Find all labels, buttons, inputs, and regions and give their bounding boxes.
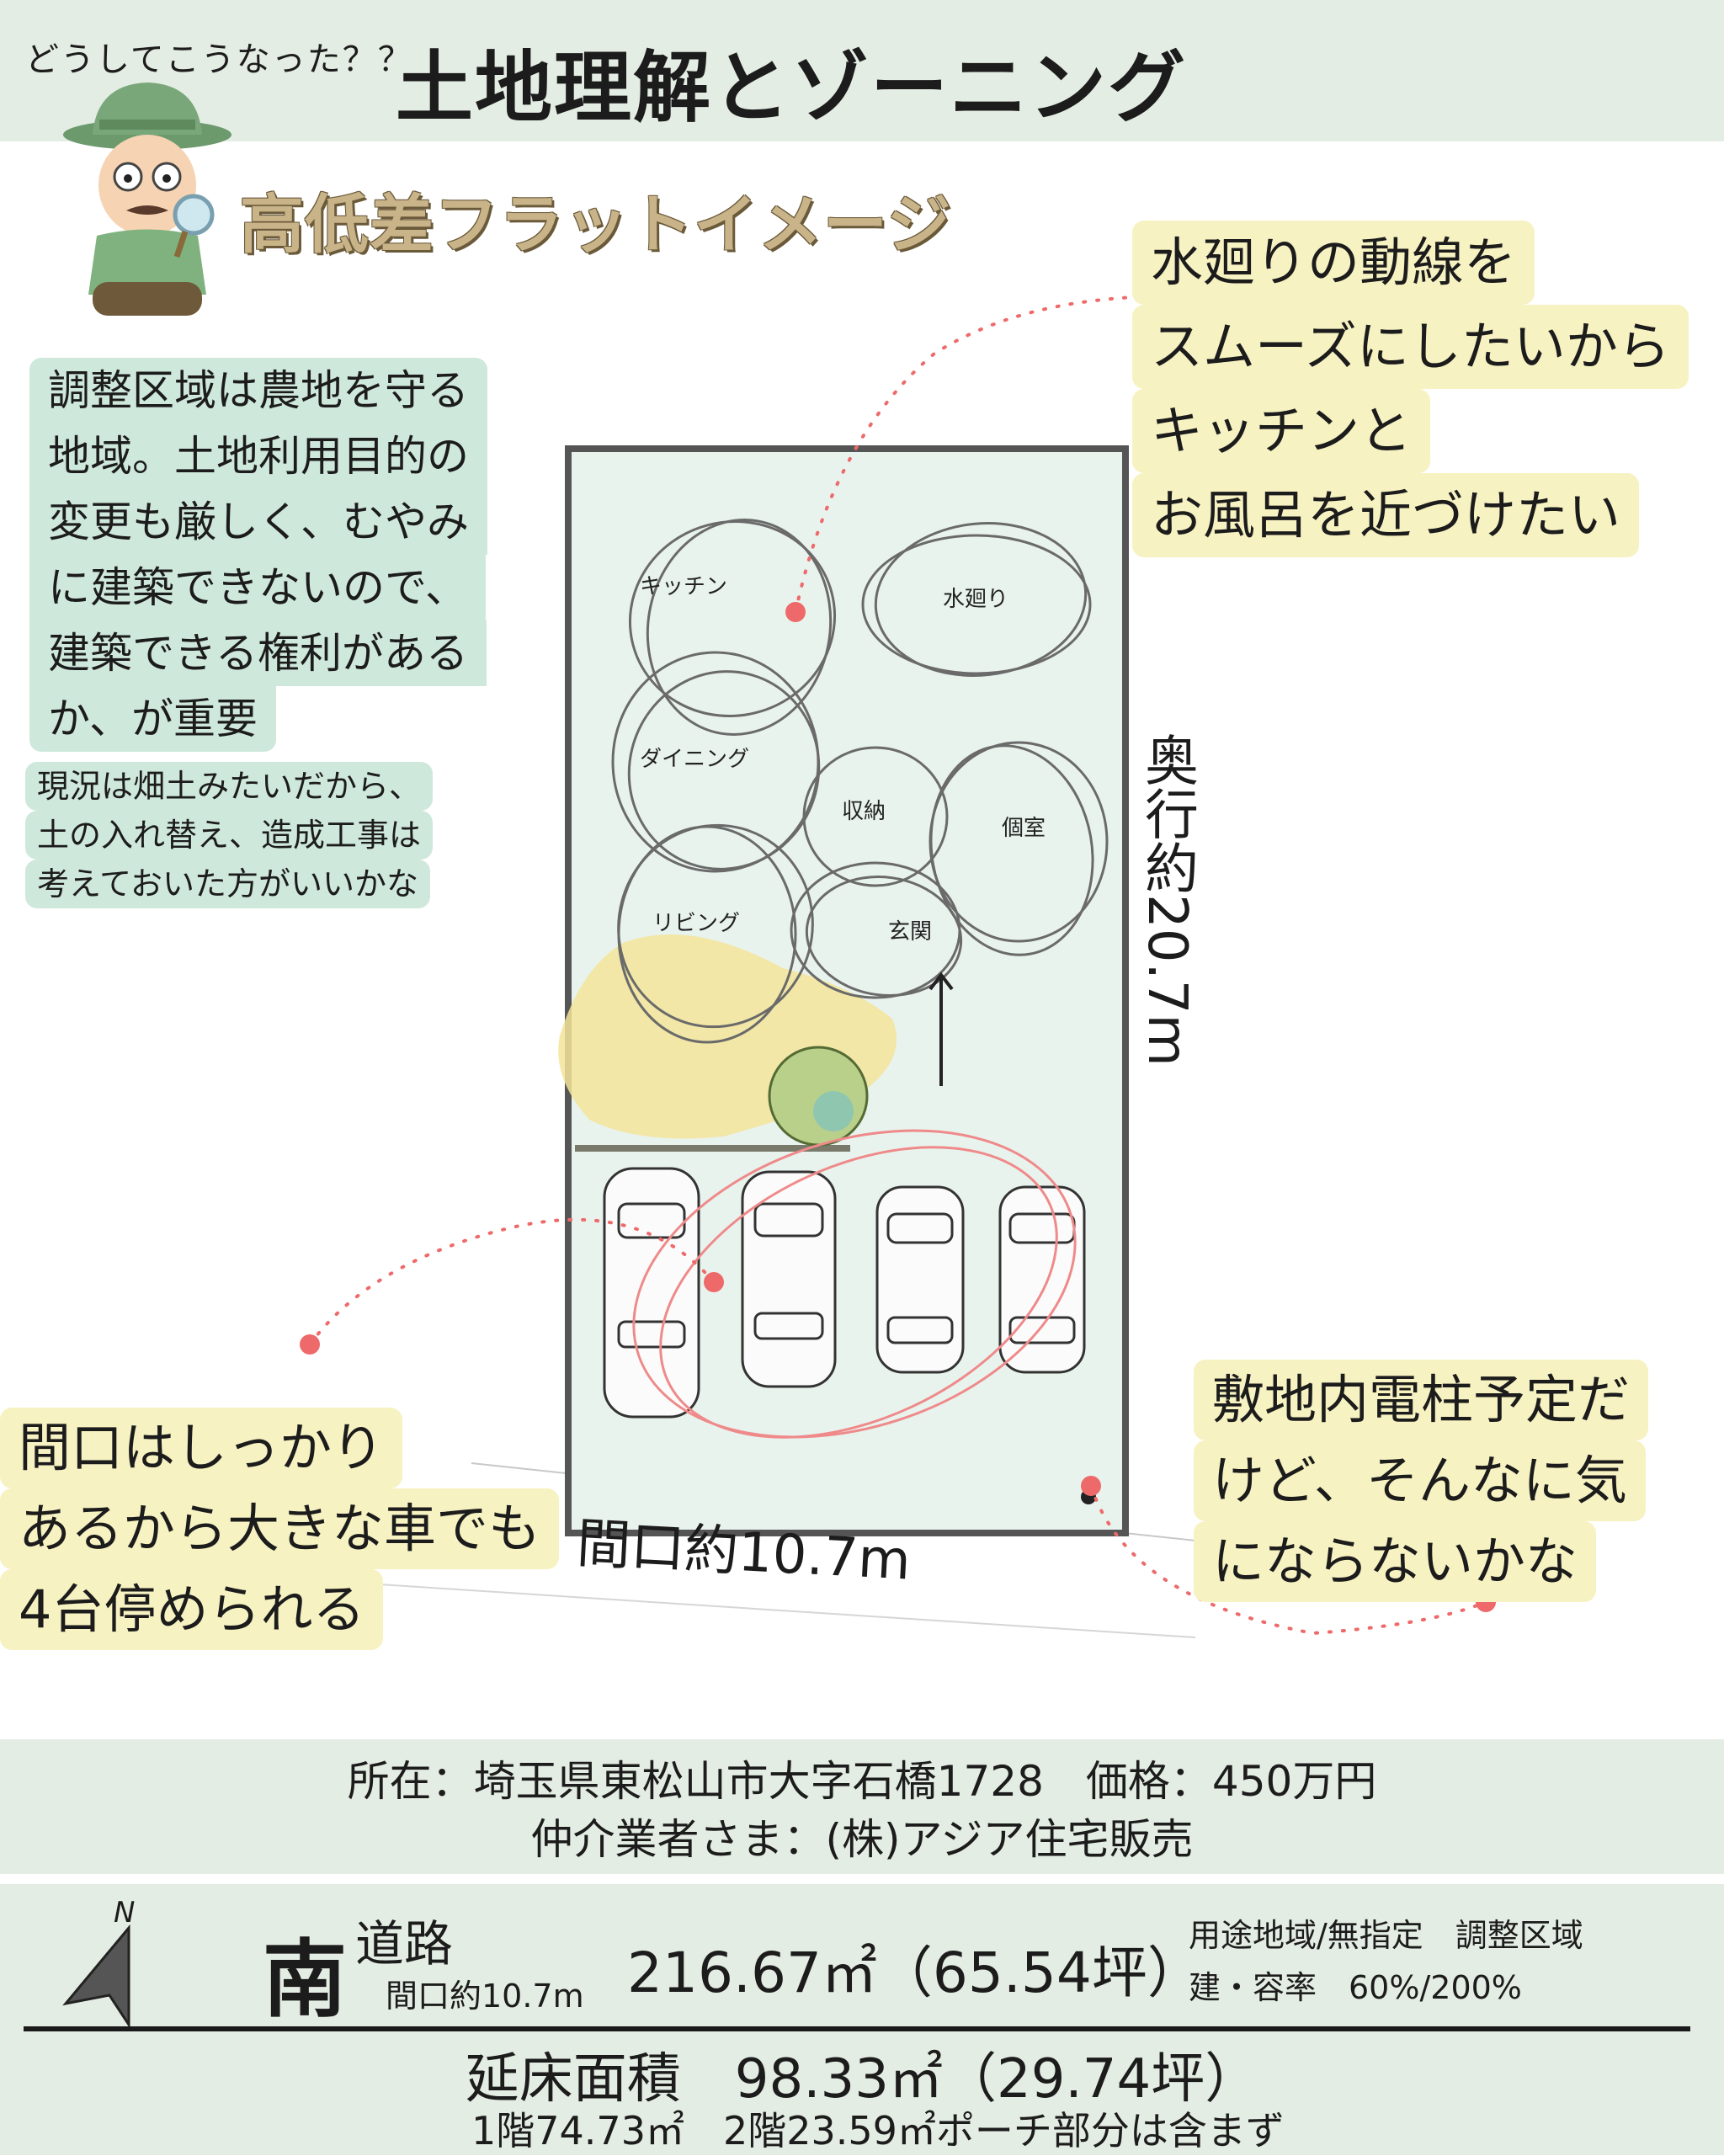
road-direction: 南 (263, 1930, 347, 2029)
compass-arrow-icon (62, 1924, 130, 2029)
parking-note-line: 4台停められる (0, 1569, 384, 1650)
detective-illustration (63, 83, 231, 316)
parking-note-line: 間口はしっかり (0, 1408, 403, 1488)
frontage-summary: 間口約10.7m (386, 1978, 584, 2015)
zoning-note-line: 調整区域は農地を守る (29, 358, 487, 423)
zoning-note-line: 変更も厳しく、むやみ (29, 489, 487, 555)
tree (768, 1046, 869, 1147)
site-plan: キッチン 水廻り ダイニング 収納 個室 リビング 玄関 (300, 286, 1496, 1638)
land-area: 216.67㎡（65.54坪） (627, 1940, 1203, 2005)
page-title: 土地理解とゾーニング (396, 43, 1188, 133)
floor-breakdown: 1階74.73㎡ 2階23.59㎡ポーチ部分は含まず (471, 2108, 1285, 2153)
room-label-private: 個室 (1002, 816, 1046, 841)
room-label-entrance: 玄関 (888, 919, 932, 945)
zoning-note-line: 建築できる権利がある (29, 620, 487, 686)
road-label: 道路 (355, 1915, 454, 1972)
parking-note: 間口はしっかり あるから大きな車でも 4台停められる (0, 1408, 560, 1650)
zoning-note-line: か、が重要 (29, 686, 276, 752)
water-note-line: キッチンと (1132, 389, 1431, 473)
depth-dimension: 奥行約20.7m (1136, 732, 1198, 1067)
header-question: どうしてこうなった？？ (25, 40, 413, 79)
parking-scribble (632, 1129, 1077, 1439)
use-zone: 用途地域/無指定 調整区域 (1189, 1917, 1583, 1954)
room-label-dining: ダイニング (640, 747, 749, 772)
location-price: 所在：埼玉県東松山市大字石橋1728 価格：450万円 (347, 1757, 1377, 1806)
soil-note-line: 考えておいた方がいいかな (25, 860, 430, 908)
pole-note: 敷地内電柱予定だ けど、そんなに気 にならないかな (1194, 1360, 1649, 1602)
room-label-living: リビング (652, 911, 740, 936)
soil-note: 現況は畑土みたいだから、 土の入れ替え、造成工事は 考えておいた方がいいかな (25, 762, 434, 908)
room-label-kitchen: キッチン (640, 574, 727, 599)
water-note-line: お風呂を近づけたい (1132, 473, 1640, 557)
info-band (0, 1739, 1724, 1874)
summary-band (0, 1884, 1724, 2155)
parking-note-line: あるから大きな車でも (0, 1488, 560, 1569)
soil-note-line: 現況は畑土みたいだから、 (25, 762, 434, 811)
page-subtitle: 高低差フラットイメージ (240, 187, 952, 262)
water-note-line: スムーズにしたいから (1132, 305, 1689, 389)
floor-area: 延床面積 98.33㎡（29.74坪） (465, 2048, 1259, 2111)
soil-note-line: 土の入れ替え、造成工事は (25, 811, 434, 860)
pole-note-line: にならないかな (1194, 1521, 1597, 1602)
leader-lines (308, 294, 1487, 1636)
room-label-storage: 収納 (842, 799, 886, 824)
zoning-note-line: 地域。土地利用目的の (29, 423, 487, 489)
room-scribbles (611, 519, 1109, 1044)
zoning-note-line: に建築できないので、 (29, 555, 486, 620)
room-label-water: 水廻り (943, 587, 1008, 612)
building-ratios: 建・容率 60%/200% (1189, 1969, 1522, 2006)
compass-north: N (114, 1896, 136, 1930)
divider (24, 2026, 1690, 2031)
header-band (0, 0, 1724, 141)
pole-note-line: 敷地内電柱予定だ (1194, 1360, 1649, 1440)
zoning-note: 調整区域は農地を守る 地域。土地利用目的の 変更も厳しく、むやみ に建築できない… (29, 358, 487, 752)
broker: 仲介業者さま：(株)アジア住宅販売 (530, 1815, 1194, 1864)
pole-note-line: けど、そんなに気 (1194, 1440, 1646, 1521)
water-note-line: 水廻りの動線を (1132, 221, 1535, 305)
water-note: 水廻りの動線を スムーズにしたいから キッチンと お風呂を近づけたい (1132, 221, 1689, 557)
